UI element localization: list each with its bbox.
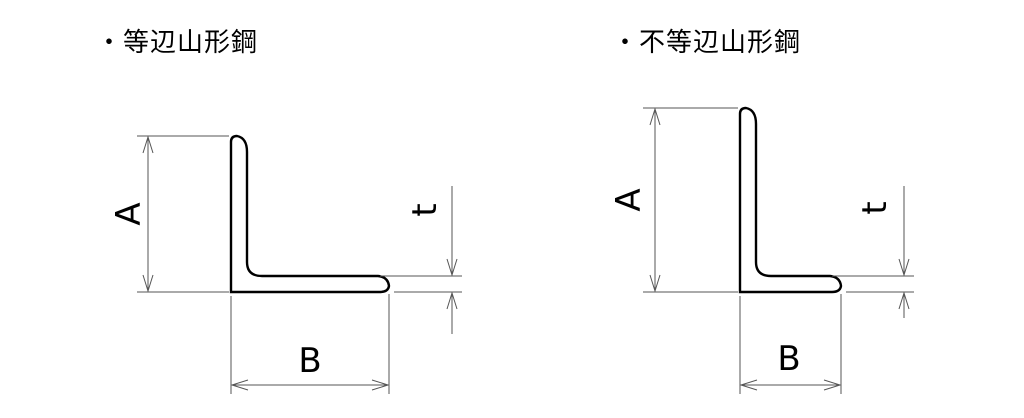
equal-angle-title: ・等辺山形鋼 xyxy=(96,28,259,58)
unequal-angle-profile xyxy=(738,106,843,294)
equal-b-arrow-left xyxy=(230,379,249,391)
unequal-b-label: B xyxy=(777,339,800,379)
unequal-t-arrow-bottom xyxy=(898,291,910,310)
unequal-b-arrow-right xyxy=(823,379,842,391)
equal-a-arrow-top xyxy=(142,135,154,154)
unequal-a-label: A xyxy=(609,188,649,211)
unequal-a-arrow-bottom xyxy=(649,274,661,293)
equal-angle-profile xyxy=(229,134,391,294)
equal-t-arrow-bottom xyxy=(446,291,458,310)
unequal-angle-figure: A B t xyxy=(609,106,914,394)
unequal-b-arrow-left xyxy=(739,379,758,391)
equal-a-arrow-bottom xyxy=(142,274,154,293)
equal-b-label: B xyxy=(298,341,321,381)
unequal-angle-title: ・不等辺山形鋼 xyxy=(612,28,802,58)
equal-t-label: t xyxy=(405,203,445,216)
unequal-a-arrow-top xyxy=(649,107,661,126)
unequal-t-label: t xyxy=(855,201,895,214)
unequal-t-arrow-top xyxy=(898,258,910,277)
equal-t-arrow-top xyxy=(446,258,458,277)
equal-a-label: A xyxy=(109,202,149,225)
equal-b-arrow-right xyxy=(371,379,390,391)
equal-angle-figure: A B t xyxy=(109,134,462,394)
